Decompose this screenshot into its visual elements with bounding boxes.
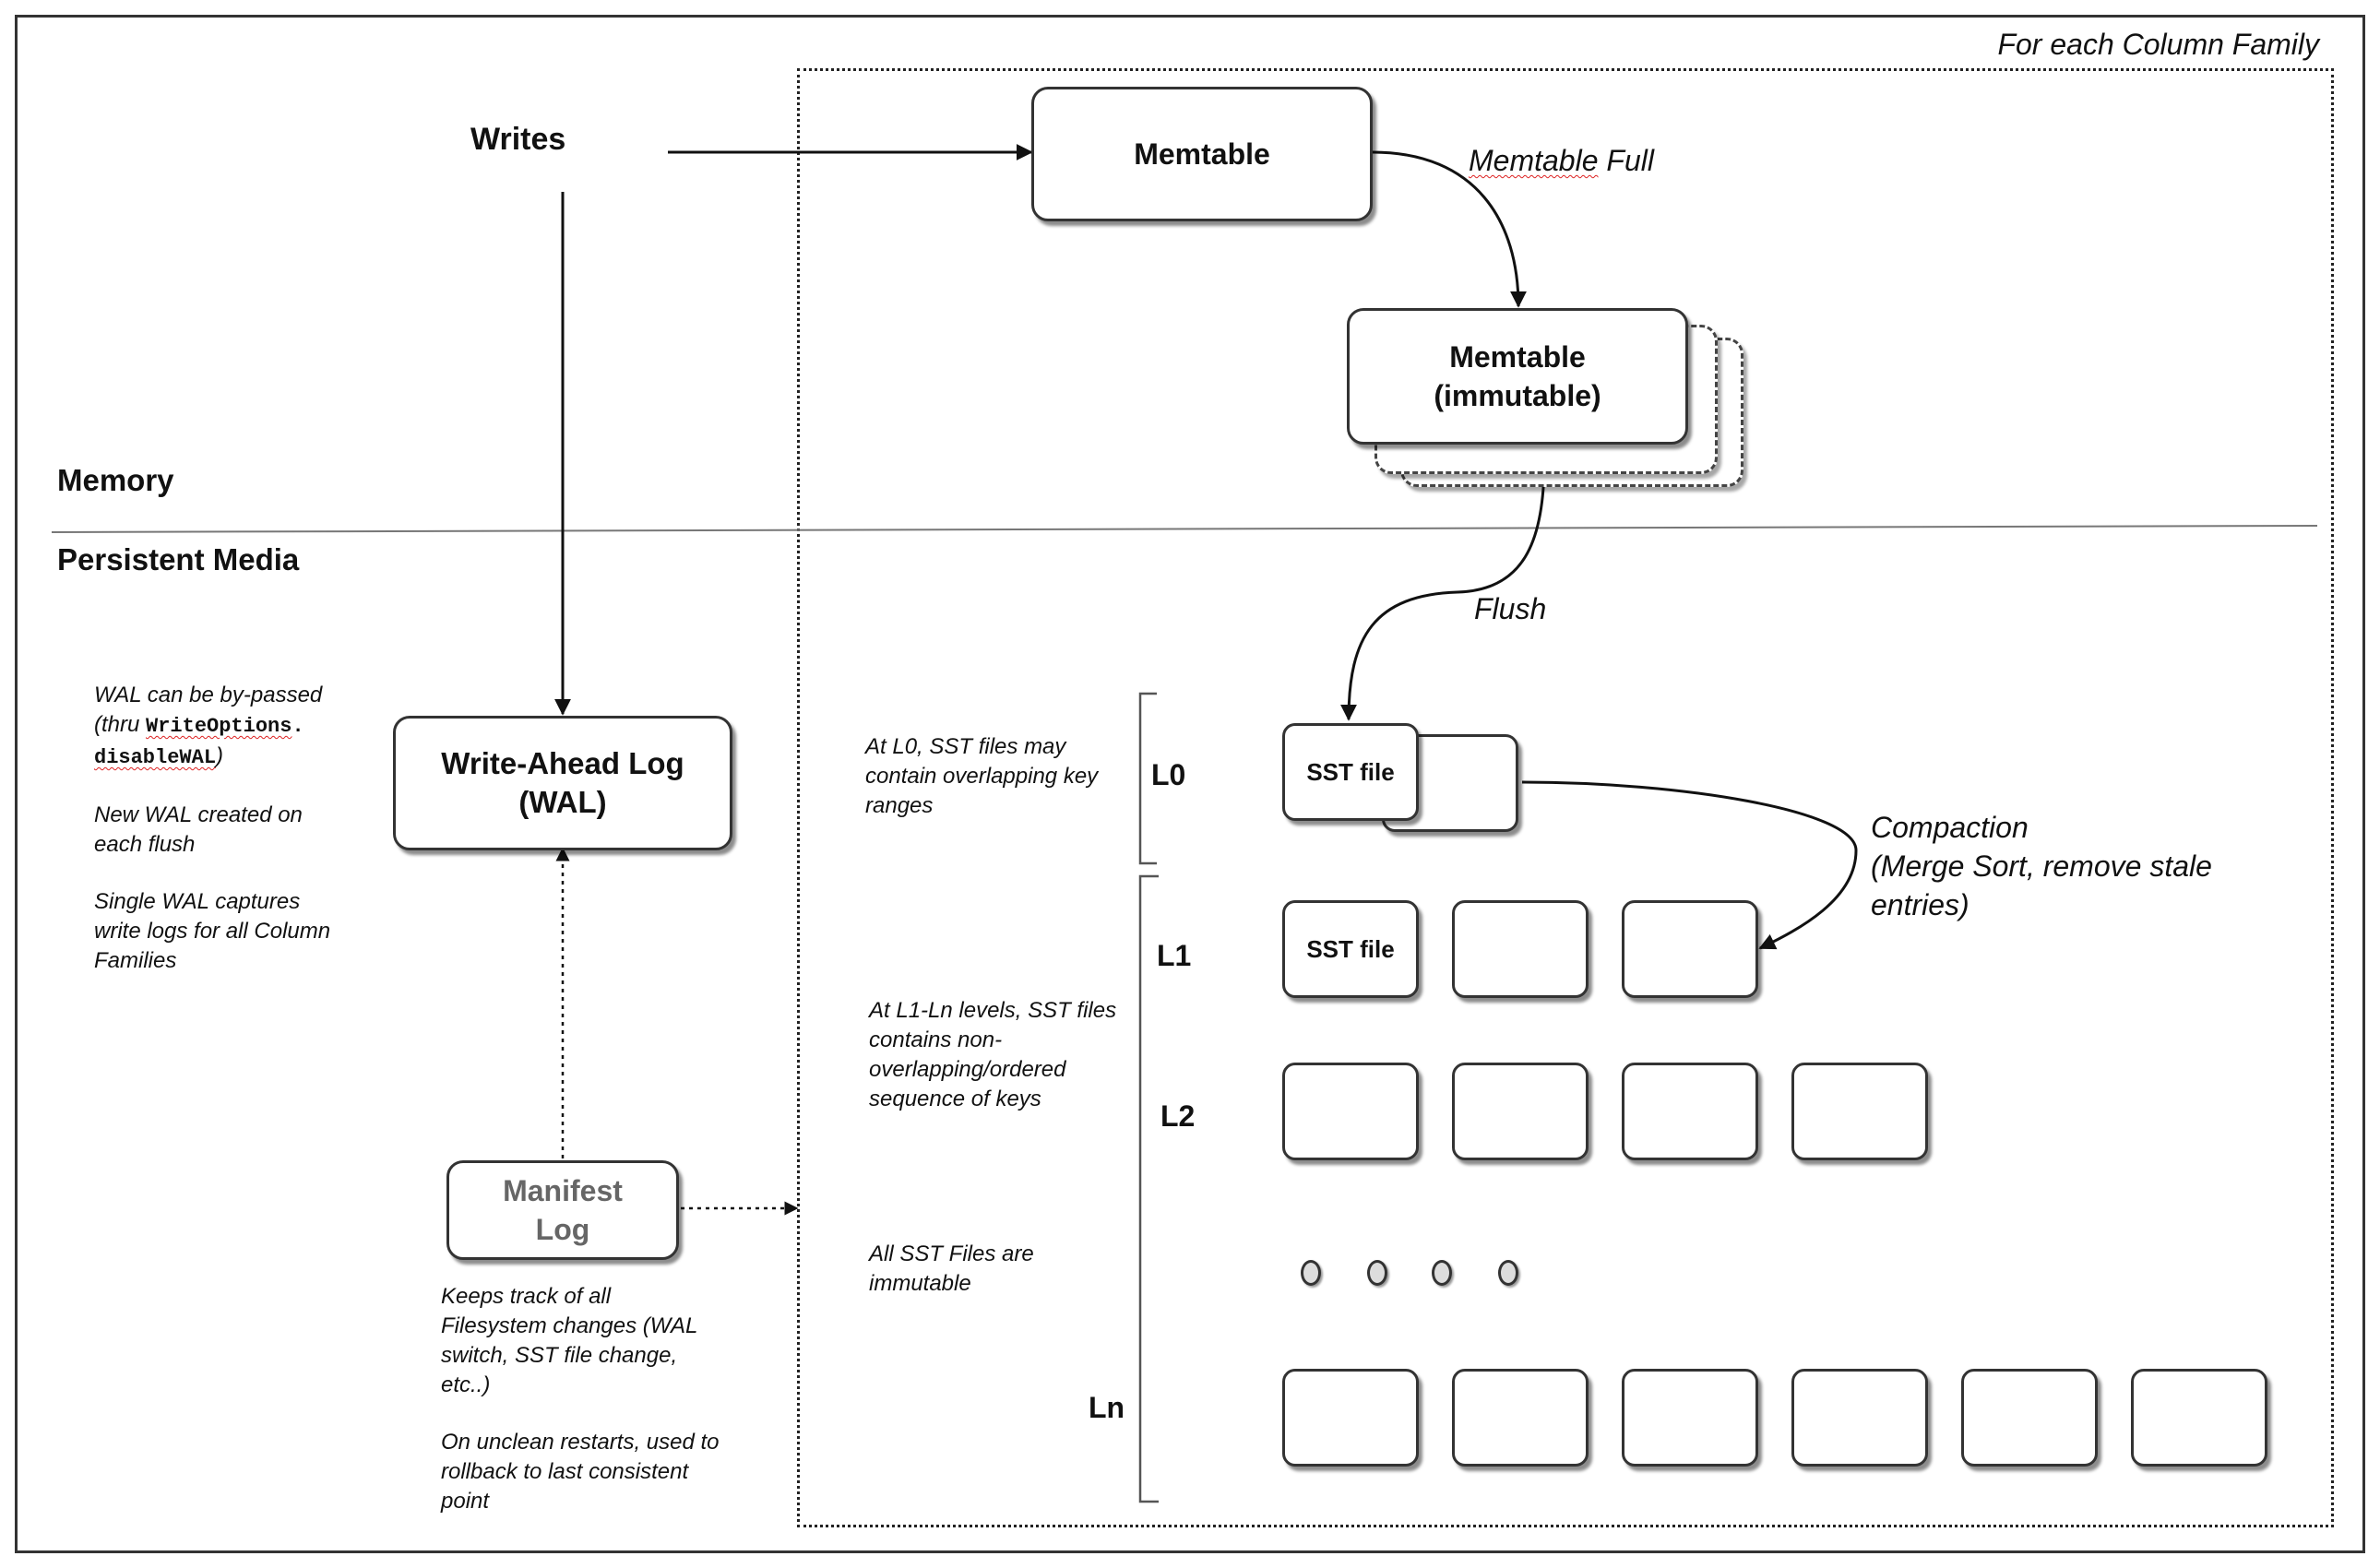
column-family-boundary — [797, 68, 2334, 1527]
memtable-full-word: Memtable — [1469, 144, 1599, 177]
flush-arrow — [1340, 460, 1546, 721]
l1-sst-file-1: SST file — [1282, 900, 1419, 998]
wal-note-bypass-line3: disableWAL) — [94, 742, 330, 773]
l0-note-line1: At L0, SST files may — [865, 734, 1066, 759]
ln-sst-file-5 — [1961, 1369, 2098, 1467]
wal-note-new-line2: each flush — [94, 832, 196, 857]
write-options-code: WriteOptions — [146, 715, 292, 738]
ln-note-line3: overlapping/ordered — [869, 1057, 1066, 1082]
column-family-title: For each Column Family — [1997, 28, 2319, 61]
manifest-note-track-line4: etc..) — [441, 1372, 491, 1397]
ellipsis-dot-2 — [1367, 1260, 1387, 1286]
manifest-note-track-line1: Keeps track of all — [441, 1284, 612, 1309]
immutable-memtable-label-line1: Memtable — [1449, 340, 1586, 374]
level-l2-label: L2 — [1160, 1099, 1196, 1133]
level-l0-label: L0 — [1151, 758, 1186, 791]
ln-note-line1: At L1-Ln levels, SST files — [869, 998, 1117, 1023]
disable-wal-code: disableWAL — [94, 746, 217, 769]
l0-note: At L0, SST files may contain overlapping… — [865, 732, 1098, 821]
ln-sst-file-6 — [2131, 1369, 2267, 1467]
wal-note-single-line1: Single WAL captures — [94, 889, 301, 914]
l0-sst-label: SST file — [1306, 757, 1395, 786]
code-dot: . — [292, 715, 304, 738]
wal-note-bypass-line1: WAL can be by-passed — [94, 683, 323, 707]
wal-notes: WAL can be by-passed (thru WriteOptions.… — [94, 681, 330, 976]
memtable-box: Memtable — [1031, 87, 1373, 221]
wal-label-line2: (WAL) — [518, 785, 607, 819]
wal-note-new-line1: New WAL created on — [94, 802, 303, 827]
manifest-label-line1: Manifest — [503, 1174, 623, 1207]
writes-label: Writes — [470, 122, 566, 157]
level-ln-label: Ln — [1089, 1391, 1125, 1424]
memtable-label: Memtable — [1134, 137, 1270, 171]
manifest-note-track-line3: switch, SST file change, — [441, 1343, 678, 1368]
ln-note: At L1-Ln levels, SST files contains non-… — [869, 996, 1116, 1114]
manifest-label-line2: Log — [535, 1213, 590, 1246]
l1-sst-file-2 — [1452, 900, 1589, 998]
manifest-log-box: Manifest Log — [446, 1160, 679, 1260]
manifest-notes: Keeps track of all Filesystem changes (W… — [441, 1282, 720, 1516]
l2-sst-file-2 — [1452, 1063, 1589, 1160]
wal-box: Write-Ahead Log (WAL) — [393, 716, 732, 850]
level-l1-label: L1 — [1157, 939, 1192, 972]
compaction-line2: (Merge Sort, remove stale — [1871, 849, 2212, 883]
ln-sst-file-4 — [1791, 1369, 1928, 1467]
l2-sst-file-4 — [1791, 1063, 1928, 1160]
flush-label: Flush — [1474, 592, 1547, 625]
persistent-media-label: Persistent Media — [57, 542, 300, 576]
wal-note-paren: ) — [216, 743, 224, 768]
compaction-arrow — [1521, 780, 1858, 950]
ln-sst-file-3 — [1622, 1369, 1758, 1467]
wal-label-line1: Write-Ahead Log — [441, 746, 684, 780]
ellipsis-dot-1 — [1301, 1260, 1321, 1286]
memtable-full-suffix: Full — [1598, 144, 1654, 177]
memory-divider — [51, 525, 2318, 533]
ellipsis-dot-3 — [1432, 1260, 1452, 1286]
l1-sst-file-3 — [1622, 900, 1758, 998]
memory-label: Memory — [57, 463, 174, 497]
l0-bracket — [1138, 692, 1157, 865]
l2-sst-file-1 — [1282, 1063, 1419, 1160]
memtable-full-label: Memtable Full — [1469, 144, 1654, 178]
wal-note-single-line3: Families — [94, 948, 177, 973]
wal-note-bypass-line2: (thru WriteOptions. — [94, 710, 330, 742]
immutable-memtable-box: Memtable (immutable) — [1347, 308, 1688, 445]
immutable-note-line1: All SST Files are — [869, 1241, 1034, 1266]
immutable-memtable-label-line2: (immutable) — [1434, 379, 1601, 412]
l1-ln-bracket — [1138, 874, 1159, 1503]
manifest-note-restart-line3: point — [441, 1489, 490, 1514]
compaction-label: Compaction (Merge Sort, remove stale ent… — [1871, 808, 2212, 924]
ln-sst-file-1 — [1282, 1369, 1419, 1467]
compaction-line1: Compaction — [1871, 811, 2029, 844]
l0-sst-file: SST file — [1282, 723, 1419, 821]
l0-note-line2: contain overlapping key — [865, 764, 1099, 789]
l0-note-line3: ranges — [865, 793, 934, 818]
manifest-note-restart-line1: On unclean restarts, used to — [441, 1430, 720, 1455]
immutable-note-line2: immutable — [869, 1271, 971, 1296]
manifest-note-track-line2: Filesystem changes (WAL — [441, 1313, 698, 1338]
ln-note-line2: contains non- — [869, 1028, 1003, 1052]
l1-sst-label: SST file — [1306, 934, 1395, 963]
manifest-note-restart-line2: rollback to last consistent — [441, 1459, 689, 1484]
compaction-line3: entries) — [1871, 888, 1969, 921]
ln-sst-file-2 — [1452, 1369, 1589, 1467]
l2-sst-file-3 — [1622, 1063, 1758, 1160]
memtable-full-arrow — [1372, 150, 1527, 308]
ln-note-line4: sequence of keys — [869, 1087, 1041, 1111]
outer-frame — [15, 15, 2365, 1553]
wal-note-thru: (thru — [94, 712, 147, 737]
wal-note-single-line2: write logs for all Column — [94, 919, 331, 944]
ellipsis-dot-4 — [1498, 1260, 1518, 1286]
immutable-note: All SST Files are immutable — [869, 1240, 1034, 1299]
